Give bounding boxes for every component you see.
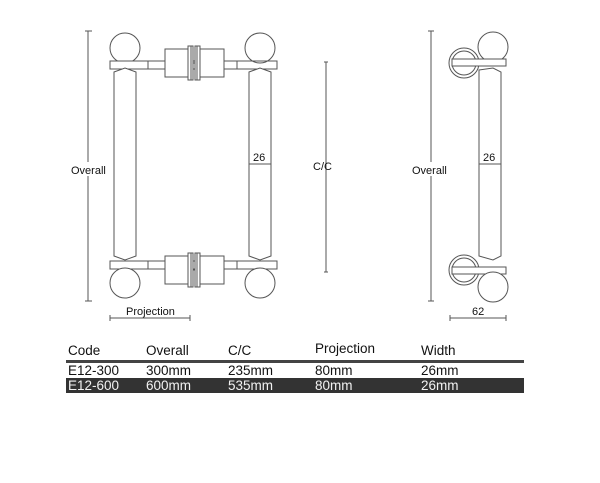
right-handle-bar: [244, 32, 276, 299]
cell-code: E12-300: [68, 363, 120, 378]
cell-overall: 300mm: [146, 363, 192, 378]
header-projection: Projection: [315, 341, 376, 356]
side-width-label: 26: [483, 152, 495, 164]
technical-drawing: Overall 26 Projection C/C Overall 26 62: [70, 30, 509, 321]
width-label: 26: [253, 152, 265, 164]
header-cc: C/C: [228, 343, 252, 358]
cc-dimension-line: [324, 61, 328, 273]
header-code: Code: [68, 343, 101, 358]
cell-code: E12-600: [68, 378, 120, 393]
side-view-bar: [448, 31, 509, 303]
header-overall: Overall: [146, 343, 189, 358]
header-width: Width: [421, 343, 456, 358]
projection-label: Projection: [126, 306, 175, 318]
cell-width: 26mm: [421, 378, 459, 393]
depth-dimension-line: [449, 315, 507, 321]
cell-cc: 535mm: [228, 378, 274, 393]
cell-projection: 80mm: [315, 363, 353, 378]
side-overall-label: Overall: [412, 165, 447, 177]
cell-width: 26mm: [421, 363, 459, 378]
table-row-highlighted: E12-600 600mm 535mm 80mm 26mm: [66, 378, 524, 393]
cell-cc: 235mm: [228, 363, 274, 378]
depth-label: 62: [472, 306, 484, 318]
specification-table: Code Overall C/C Projection Width E12-30…: [66, 341, 524, 393]
cc-label: C/C: [313, 161, 332, 173]
cell-projection: 80mm: [315, 378, 353, 393]
table-row: E12-300 300mm 235mm 80mm 26mm: [66, 363, 524, 378]
table-header: Code Overall C/C Projection Width: [66, 341, 524, 363]
cell-overall: 600mm: [146, 378, 192, 393]
overall-label: Overall: [71, 165, 106, 177]
top-connector: [147, 45, 238, 81]
bottom-connector: [147, 252, 238, 288]
projection-dimension-line: [109, 315, 191, 321]
